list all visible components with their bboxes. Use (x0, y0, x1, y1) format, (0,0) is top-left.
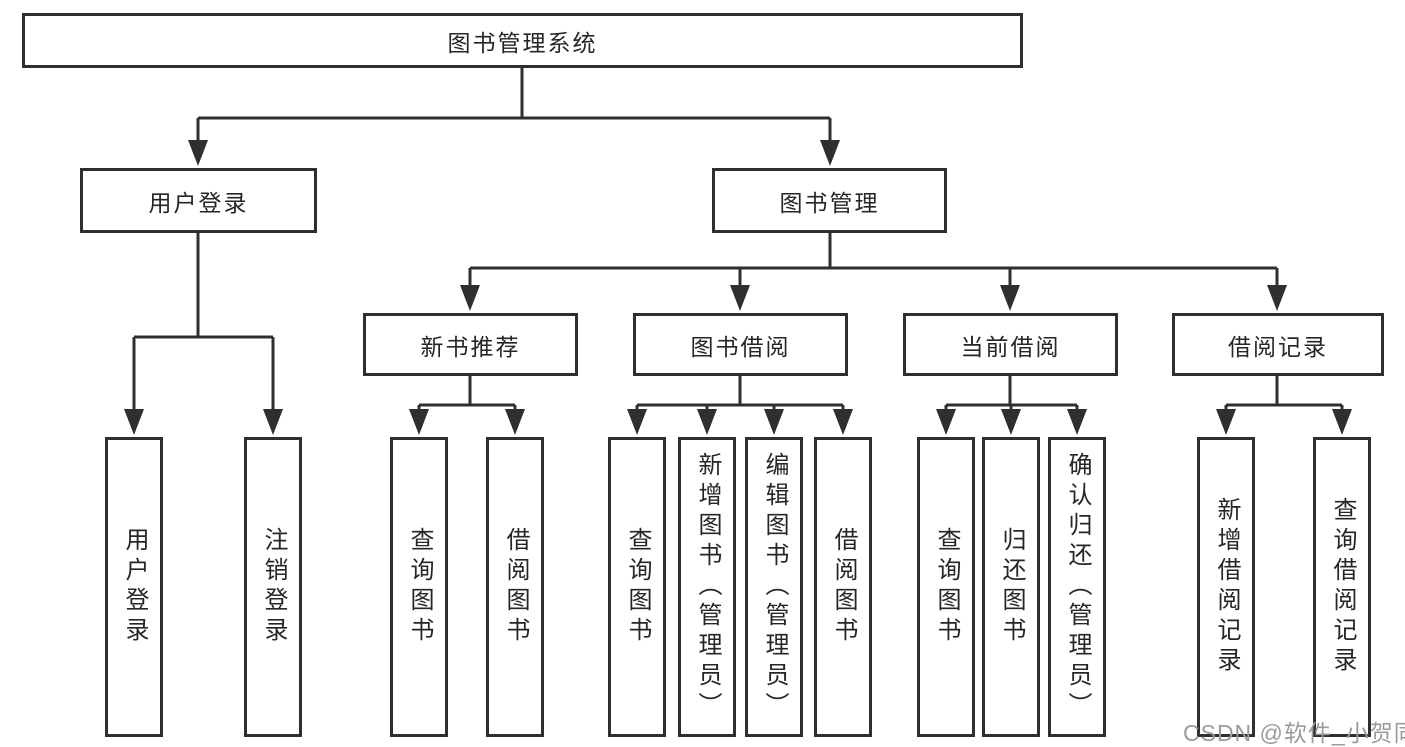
node-leaf-edit-book-admin-label: 编辑图书（管理员） (761, 452, 788, 722)
node-book-borrowing: 图书借阅 (633, 313, 848, 376)
node-leaf-query-books-3: 查询图书 (917, 437, 975, 737)
node-leaf-confirm-return-admin-label: 确认归还（管理员） (1064, 452, 1091, 722)
node-leaf-query-borrow-record: 查询借阅记录 (1313, 437, 1371, 737)
node-leaf-add-borrow-record: 新增借阅记录 (1197, 437, 1255, 737)
node-leaf-add-book-admin-label: 新增图书（管理员） (694, 452, 721, 722)
watermark: CSDN @软件_小贺同学 (1183, 720, 1405, 746)
node-leaf-logout: 注销登录 (244, 437, 302, 737)
node-book-management: 图书管理 (712, 168, 947, 233)
node-user-login-label: 用户登录 (148, 189, 249, 216)
node-book-borrowing-label: 图书借阅 (690, 333, 791, 360)
node-leaf-confirm-return-admin: 确认归还（管理员） (1048, 437, 1106, 737)
arrowheads (124, 140, 1352, 435)
node-leaf-borrow-books-2: 借阅图书 (814, 437, 872, 737)
node-leaf-borrow-books-1-label: 借阅图书 (502, 527, 529, 647)
node-borrowing-records-label: 借阅记录 (1228, 333, 1328, 360)
node-leaf-add-borrow-record-label: 新增借阅记录 (1213, 497, 1240, 677)
node-current-borrowing: 当前借阅 (903, 313, 1118, 376)
node-leaf-query-books-1: 查询图书 (390, 437, 448, 737)
node-library-system-label: 图书管理系统 (447, 29, 598, 56)
node-leaf-add-book-admin: 新增图书（管理员） (678, 437, 736, 737)
node-leaf-query-books-3-label: 查询图书 (933, 527, 960, 647)
node-leaf-borrow-books-1: 借阅图书 (486, 437, 544, 737)
node-leaf-query-books-2: 查询图书 (608, 437, 666, 737)
node-new-book-recommend: 新书推荐 (363, 313, 578, 376)
node-library-system: 图书管理系统 (22, 13, 1023, 68)
node-leaf-return-books: 归还图书 (982, 437, 1040, 737)
node-leaf-query-borrow-record-label: 查询借阅记录 (1329, 497, 1356, 677)
node-current-borrowing-label: 当前借阅 (960, 333, 1061, 360)
node-leaf-logout-label: 注销登录 (260, 527, 287, 647)
node-leaf-return-books-label: 归还图书 (998, 527, 1025, 647)
node-leaf-borrow-books-2-label: 借阅图书 (830, 527, 857, 647)
node-new-book-recommend-label: 新书推荐 (420, 333, 521, 360)
node-leaf-query-books-2-label: 查询图书 (624, 527, 651, 647)
node-leaf-user-login-label: 用户登录 (121, 527, 148, 647)
node-leaf-user-login: 用户登录 (105, 437, 163, 737)
node-leaf-edit-book-admin: 编辑图书（管理员） (745, 437, 803, 737)
node-user-login: 用户登录 (80, 168, 317, 233)
node-leaf-query-books-1-label: 查询图书 (406, 527, 433, 647)
node-book-management-label: 图书管理 (779, 189, 880, 216)
node-borrowing-records: 借阅记录 (1172, 313, 1384, 376)
